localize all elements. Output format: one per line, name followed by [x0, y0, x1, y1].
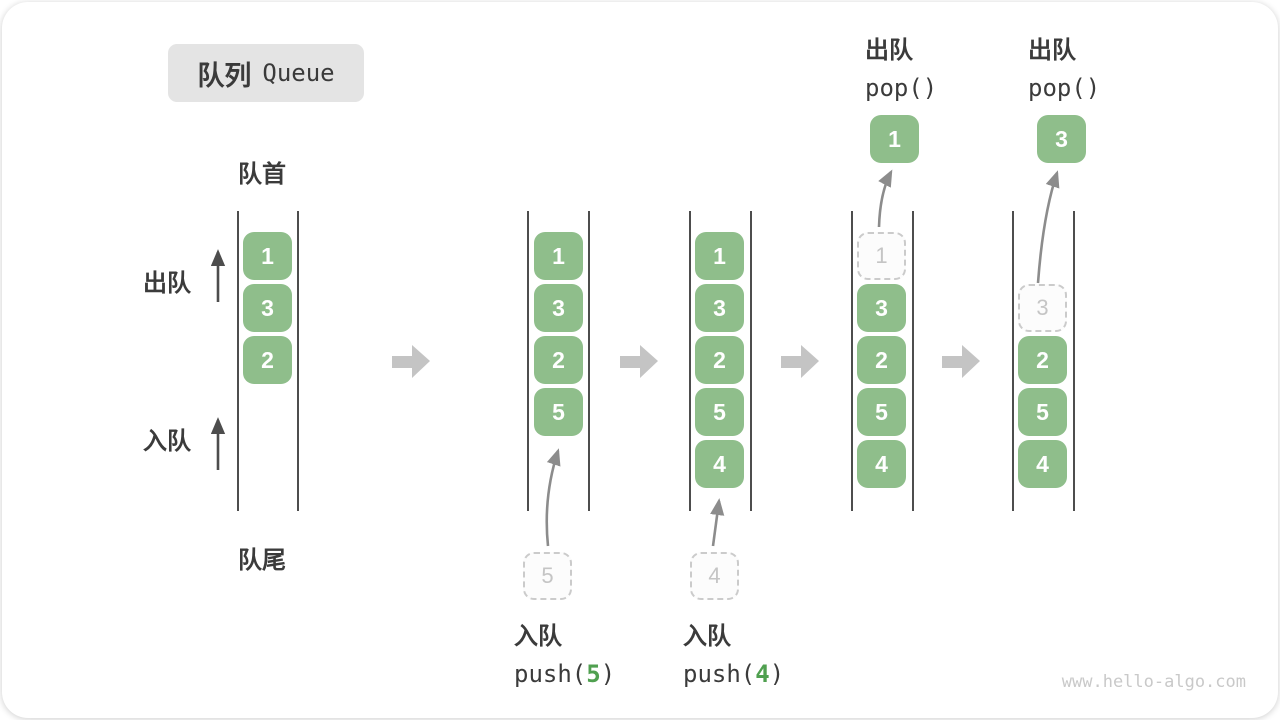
queue2-left-wall	[527, 211, 529, 511]
pop-op-code: pop()	[865, 74, 938, 102]
push-code-open: push(	[514, 660, 587, 688]
queue-cell: 1	[243, 232, 292, 280]
queue4-left-wall	[851, 211, 853, 511]
queue-cell: 3	[857, 284, 906, 332]
queue4-right-wall	[912, 211, 914, 511]
diagram-title: 队列 Queue	[168, 44, 364, 102]
pop-op-label-2: 出队 pop()	[1028, 30, 1100, 102]
queue1-left-wall	[237, 211, 239, 511]
queue-cell: 5	[534, 388, 583, 436]
push-code-close: )	[600, 660, 616, 688]
push-op-zh: 入队	[683, 623, 731, 650]
push-op-label-2: 入队 push(4)	[683, 616, 784, 688]
title-en: Queue	[262, 59, 335, 87]
queue3-left-wall	[689, 211, 691, 511]
enqueue-ghost-box: 5	[523, 552, 572, 600]
push-code-arg: 4	[755, 660, 770, 688]
watermark: www.hello-algo.com	[1061, 672, 1246, 692]
push-code-close: )	[769, 660, 785, 688]
queue-cell: 1	[695, 232, 744, 280]
pop-op-code: pop()	[1028, 74, 1101, 102]
pop-op-zh: 出队	[1028, 37, 1076, 64]
pop-op-label-1: 出队 pop()	[865, 30, 937, 102]
push-op-code: push(4)	[683, 660, 784, 688]
label-queue-rear: 队尾	[238, 547, 286, 574]
push-op-label-1: 入队 push(5)	[514, 616, 615, 688]
queue5-right-wall	[1073, 211, 1075, 511]
queue-ghost-cell: 1	[857, 232, 906, 280]
queue-cell: 3	[243, 284, 292, 332]
push-code-arg: 5	[586, 660, 601, 688]
queue-cell: 5	[695, 388, 744, 436]
queue-cell: 4	[695, 440, 744, 488]
title-zh: 队列	[197, 60, 252, 91]
queue-cell: 3	[695, 284, 744, 332]
push-op-code: push(5)	[514, 660, 615, 688]
push-op-zh: 入队	[514, 623, 562, 650]
queue-cell: 4	[857, 440, 906, 488]
queue-cell: 3	[534, 284, 583, 332]
queue-cell: 5	[857, 388, 906, 436]
queue-cell: 2	[243, 336, 292, 384]
pop-op-zh: 出队	[865, 37, 913, 64]
queue-cell: 2	[534, 336, 583, 384]
queue-cell: 2	[695, 336, 744, 384]
queue-cell: 5	[1018, 388, 1067, 436]
label-dequeue-side: 出队	[143, 270, 191, 297]
label-queue-front: 队首	[238, 161, 286, 188]
queue-cell: 4	[1018, 440, 1067, 488]
queue-ghost-cell: 3	[1018, 284, 1067, 332]
enqueue-ghost-box: 4	[690, 552, 739, 600]
queue-cell: 2	[857, 336, 906, 384]
queue5-left-wall	[1012, 211, 1014, 511]
queue-cell: 1	[534, 232, 583, 280]
push-code-open: push(	[683, 660, 756, 688]
queue-cell: 2	[1018, 336, 1067, 384]
queue2-right-wall	[588, 211, 590, 511]
queue1-right-wall	[297, 211, 299, 511]
popped-value-box: 1	[870, 115, 919, 163]
queue3-right-wall	[750, 211, 752, 511]
label-enqueue-side: 入队	[143, 428, 191, 455]
popped-value-box: 3	[1037, 115, 1086, 163]
